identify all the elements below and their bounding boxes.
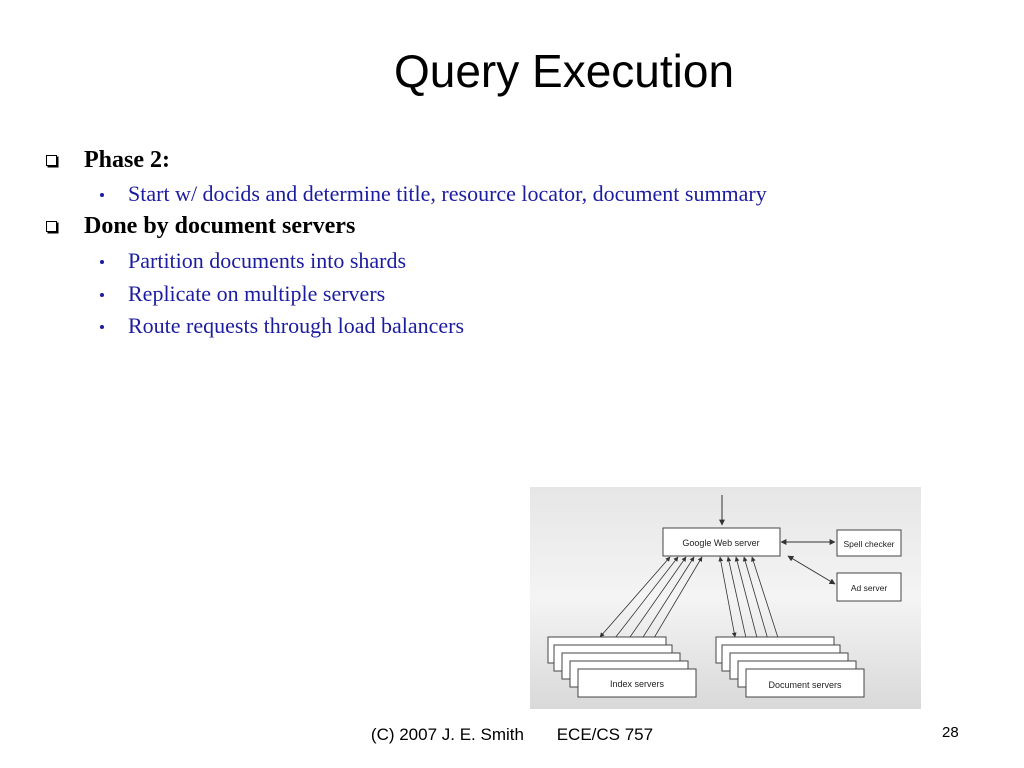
- footer: (C) 2007 J. E. Smith ECE/CS 757: [0, 725, 1024, 745]
- spell-checker-label: Spell checker: [843, 539, 894, 549]
- index-servers-label: Index servers: [610, 679, 665, 689]
- slide-title: Query Execution: [393, 45, 735, 97]
- square-bullet-icon: [46, 155, 57, 166]
- bullet-text: Phase 2:: [84, 147, 170, 173]
- ad-server-box: [836, 572, 902, 602]
- dot-bullet-icon: [100, 293, 104, 297]
- ad-server-arrow: [787, 555, 836, 585]
- square-bullet-icon: [46, 221, 57, 232]
- bullet-phase-2: Phase 2:: [46, 147, 170, 174]
- spell-checker-box: [836, 529, 902, 557]
- dot-bullet-icon: [100, 193, 104, 197]
- web-server-box: [662, 527, 781, 557]
- sub-bullet-replicate: Replicate on multiple servers: [100, 281, 386, 307]
- sub-bullet-text: Route requests through load balancers: [128, 313, 465, 338]
- bullet-document-servers: Done by document servers: [46, 213, 356, 240]
- sub-bullet-text: Replicate on multiple servers: [128, 281, 386, 306]
- dot-bullet-icon: [100, 325, 104, 329]
- sub-bullet-text: Partition documents into shards: [128, 248, 407, 273]
- sub-bullet-route: Route requests through load balancers: [100, 313, 465, 339]
- sub-bullet-text: Start w/ docids and determine title, res…: [128, 181, 767, 206]
- document-servers-label: Document servers: [768, 680, 842, 690]
- bullet-text: Done by document servers: [84, 213, 356, 239]
- index-server-stack: [547, 636, 697, 698]
- ad-server-label: Ad server: [851, 583, 888, 593]
- sub-bullet-partition: Partition documents into shards: [100, 248, 407, 274]
- architecture-diagram: Google Web server Spell checker Ad serve…: [530, 487, 921, 709]
- page-number: 28: [942, 724, 959, 741]
- footer-course: ECE/CS 757: [556, 725, 654, 744]
- dot-bullet-icon: [100, 260, 104, 264]
- web-server-label: Google Web server: [682, 538, 759, 548]
- footer-copyright: (C) 2007 J. E. Smith: [370, 725, 524, 744]
- document-server-stack: [715, 636, 865, 698]
- sub-bullet-docids: Start w/ docids and determine title, res…: [100, 181, 767, 207]
